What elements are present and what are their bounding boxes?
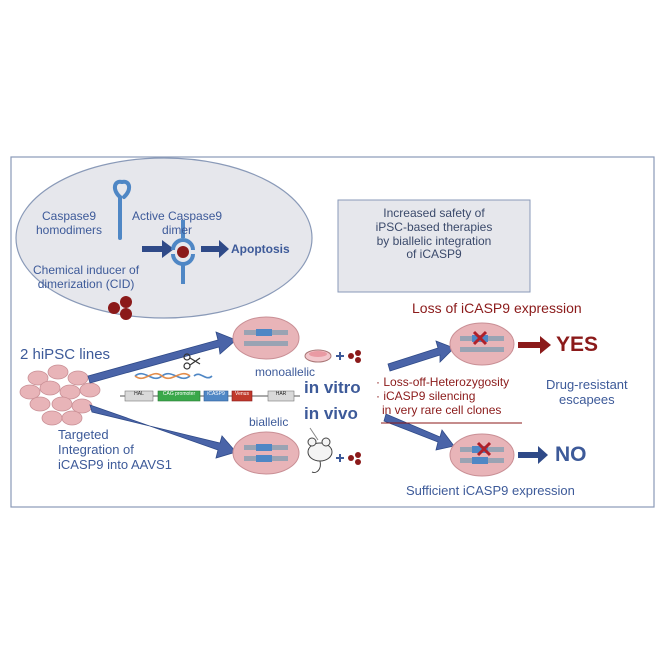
- active-caspase9-dimer-label: Active Caspase9 dimer: [132, 209, 223, 237]
- in-vivo-label: in vivo: [304, 404, 358, 423]
- sufficient-expression-label: Sufficient iCASP9 expression: [406, 483, 575, 498]
- dna-helix-icon: [134, 372, 213, 380]
- loss-expression-label: Loss of iCASP9 expression: [412, 300, 582, 316]
- cid-plus-invitro: [336, 350, 361, 363]
- no-label: NO: [555, 443, 587, 466]
- monoallelic-cell-icon: [232, 316, 300, 360]
- activation-arrow: [142, 240, 174, 258]
- cid-label: Chemical inducer of dimerization (CID): [33, 263, 140, 291]
- escape-mechanisms-list: · Loss-off-Heterozygosity · iCASP9 silen…: [376, 375, 510, 417]
- construct-har-label: HAR: [275, 391, 287, 397]
- construct-hal-label: HAL: [134, 391, 144, 397]
- mouse-icon: [307, 427, 333, 473]
- drug-resistant-escapees-label: Drug-resistant escapees: [546, 377, 628, 407]
- yes-label: YES: [556, 333, 599, 356]
- monoallelic-label: monoallelic: [255, 365, 316, 379]
- yes-arrow: [518, 336, 551, 354]
- construct-icasp9-label: iCASP9: [207, 391, 225, 397]
- targeted-integration-label: Targeted Integration of iCASP9 into AAVS…: [58, 427, 172, 472]
- construct-cag-label: CAG promoter: [162, 391, 196, 397]
- apoptosis-label: Apoptosis: [231, 242, 290, 256]
- no-arrow: [518, 446, 548, 464]
- caspase9-homodimer-icon: [113, 179, 131, 240]
- hipsc-lines-label: 2 hiPSC lines: [20, 346, 111, 363]
- construct-map: [120, 390, 300, 402]
- summary-text: Increased safety of iPSC-based therapies…: [375, 206, 493, 262]
- loss-expression-cell-icon: [449, 322, 515, 366]
- biallelic-label: biallelic: [249, 415, 289, 429]
- cid-plus-invivo: [336, 452, 361, 465]
- caspase9-homodimers-label: Caspase9 homodimers: [36, 209, 103, 237]
- hipsc-cell-cluster-icon: [19, 364, 101, 426]
- sufficient-expression-cell-icon: [449, 433, 515, 477]
- petri-dish-icon: [304, 349, 332, 363]
- summary-box: [337, 199, 531, 293]
- in-vitro-label: in vitro: [304, 378, 361, 397]
- targeting-arrows: [87, 331, 237, 459]
- construct-venus-label: Venus: [235, 391, 249, 397]
- apoptosis-arrow: [201, 240, 229, 258]
- mechanism-ellipse: [15, 157, 313, 319]
- biallelic-cell-icon: [232, 431, 300, 475]
- active-caspase9-dimer-icon: [171, 220, 195, 284]
- cid-molecules-icon: [108, 296, 132, 320]
- scissors-icon: [183, 353, 201, 370]
